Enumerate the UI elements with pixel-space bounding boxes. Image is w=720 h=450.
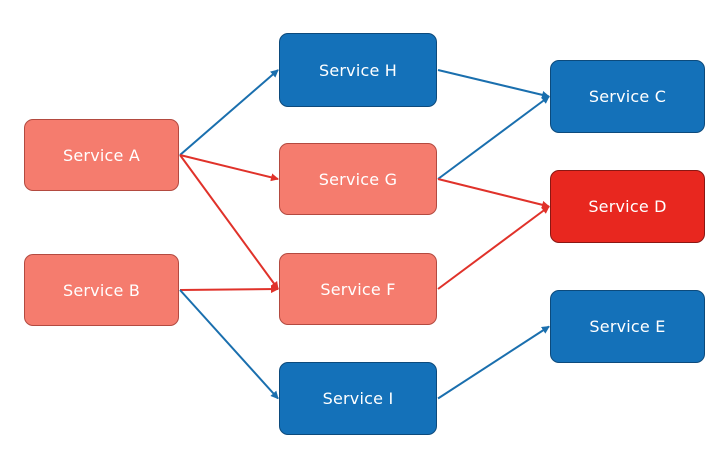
edge-a-to-g	[179, 154, 279, 182]
edge-g-to-c	[437, 95, 550, 180]
service-c-node[interactable]: Service C	[550, 60, 705, 133]
service-c-label: Service C	[588, 87, 667, 106]
edge-a-to-h	[179, 69, 279, 156]
service-e-node[interactable]: Service E	[550, 290, 705, 363]
service-a-label: Service A	[63, 145, 140, 165]
service-d-node[interactable]: Service D	[550, 170, 705, 243]
service-g-label: Service G	[318, 169, 398, 189]
service-f-label: Service F	[320, 279, 396, 299]
service-h-node[interactable]: Service H	[279, 33, 437, 107]
service-d-label: Service D	[588, 197, 667, 216]
service-b-node[interactable]: Service B	[24, 254, 179, 326]
edge-b-to-f	[179, 285, 279, 294]
edge-a-to-f	[179, 154, 279, 290]
service-f-node[interactable]: Service F	[279, 253, 437, 325]
service-b-label: Service B	[63, 280, 140, 300]
service-e-label: Service E	[589, 317, 666, 336]
service-i-node[interactable]: Service I	[279, 362, 437, 435]
edge-f-to-d	[437, 205, 550, 290]
edge-i-to-e	[437, 325, 550, 400]
edge-h-to-c	[437, 69, 550, 99]
service-i-label: Service I	[322, 389, 394, 408]
service-a-node[interactable]: Service A	[24, 119, 179, 191]
edge-g-to-d	[437, 178, 550, 209]
service-g-node[interactable]: Service G	[279, 143, 437, 215]
edge-b-to-i	[179, 289, 279, 400]
service-h-label: Service H	[318, 60, 398, 80]
